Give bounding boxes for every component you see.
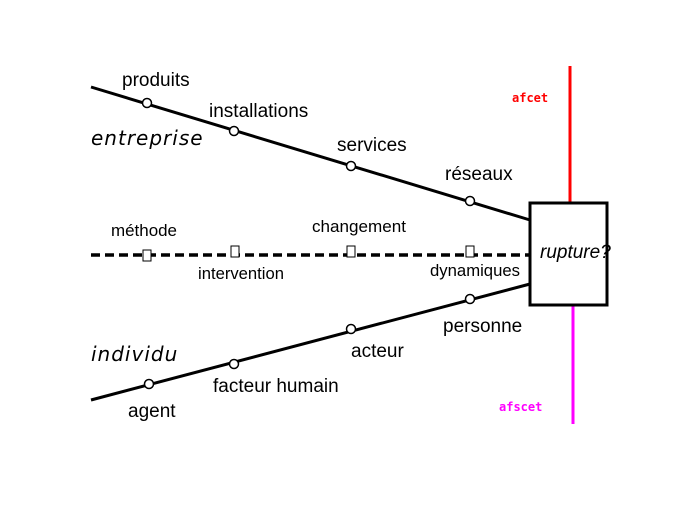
label-services: services: [337, 135, 407, 156]
label-installations: installations: [209, 101, 308, 122]
node-reseaux: [464, 195, 476, 207]
node-personne: [464, 293, 476, 305]
node-agent: [143, 378, 155, 390]
label-acteur: acteur: [351, 341, 404, 362]
label-methode: méthode: [111, 221, 177, 240]
node-produits: [141, 97, 153, 109]
label-agent: agent: [128, 401, 176, 422]
label-facteur-humain: facteur humain: [213, 376, 339, 397]
node-changement: [346, 245, 356, 258]
tag-afscet: afscet: [499, 400, 542, 414]
node-facteur-humain: [228, 358, 240, 370]
node-services: [345, 160, 357, 172]
label-dynamiques: dynamiques: [430, 261, 520, 280]
upper-branch-line: [90, 85, 531, 222]
label-produits: produits: [122, 70, 190, 91]
label-individu: individu: [91, 342, 178, 366]
lower-branch-line: [90, 282, 531, 402]
tag-afcet: afcet: [512, 91, 548, 105]
rupture-box: [528, 201, 609, 307]
label-changement: changement: [312, 217, 406, 236]
node-intervention: [230, 245, 240, 258]
rupture-label: rupture?: [540, 242, 611, 263]
label-personne: personne: [443, 316, 522, 337]
node-dynamiques: [465, 245, 475, 258]
node-methode: [142, 249, 152, 262]
label-reseaux: réseaux: [445, 164, 513, 185]
node-acteur: [345, 323, 357, 335]
label-entreprise: entreprise: [91, 126, 204, 150]
label-intervention: intervention: [198, 264, 284, 283]
node-installations: [228, 125, 240, 137]
